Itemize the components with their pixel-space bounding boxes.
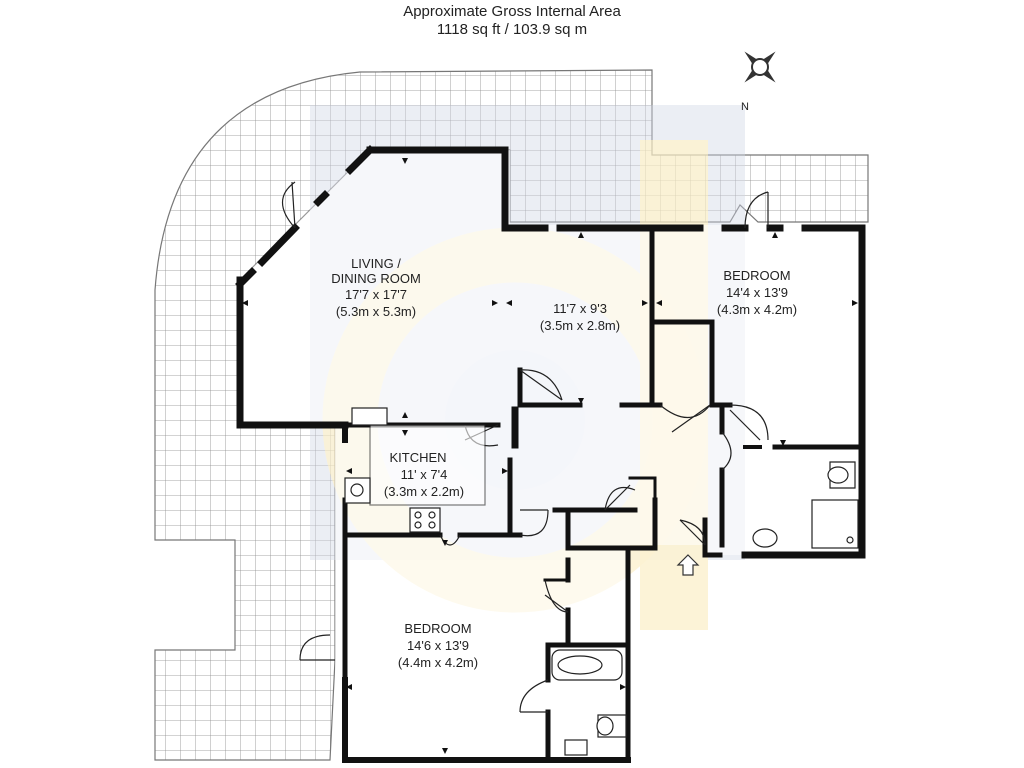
walls	[235, 145, 866, 763]
bedroom-right-name: BEDROOM	[723, 268, 790, 283]
living-room-metric: (5.3m x 5.3m)	[336, 304, 416, 319]
kitchen-imperial: 11' x 7'4	[401, 467, 448, 482]
kitchen-fixtures	[344, 407, 486, 533]
living-room-name-2: DINING ROOM	[331, 271, 421, 286]
middle-room-imperial: 11'7 x 9'3	[553, 301, 607, 316]
room-labels: LIVING / DINING ROOM 17'7 x 17'7 (5.3m x…	[331, 256, 797, 670]
bedroom-bottom-metric: (4.4m x 4.2m)	[398, 655, 478, 670]
kitchen-metric: (3.3m x 2.2m)	[384, 484, 464, 499]
bathroom-fixtures	[551, 461, 859, 756]
entrance-arrow-icon	[676, 554, 700, 576]
page-title: Approximate Gross Internal Area	[403, 3, 621, 20]
bedroom-bottom-imperial: 14'6 x 13'9	[407, 638, 469, 653]
bedroom-right-metric: (4.3m x 4.2m)	[717, 302, 797, 317]
kitchen-name: KITCHEN	[389, 450, 446, 465]
interior-floor	[240, 150, 862, 760]
dimension-marks	[242, 158, 858, 754]
bedroom-bottom-name: BEDROOM	[404, 621, 471, 636]
compass-icon	[744, 51, 776, 83]
gross-area: 1118 sq ft / 103.9 sq m	[436, 21, 588, 38]
living-room-imperial: 17'7 x 17'7	[345, 287, 407, 302]
compass-north-label: N	[741, 101, 749, 113]
bedroom-right-imperial: 14'4 x 13'9	[726, 285, 788, 300]
middle-room-metric: (3.5m x 2.8m)	[540, 318, 620, 333]
living-room-name-1: LIVING /	[351, 256, 401, 271]
